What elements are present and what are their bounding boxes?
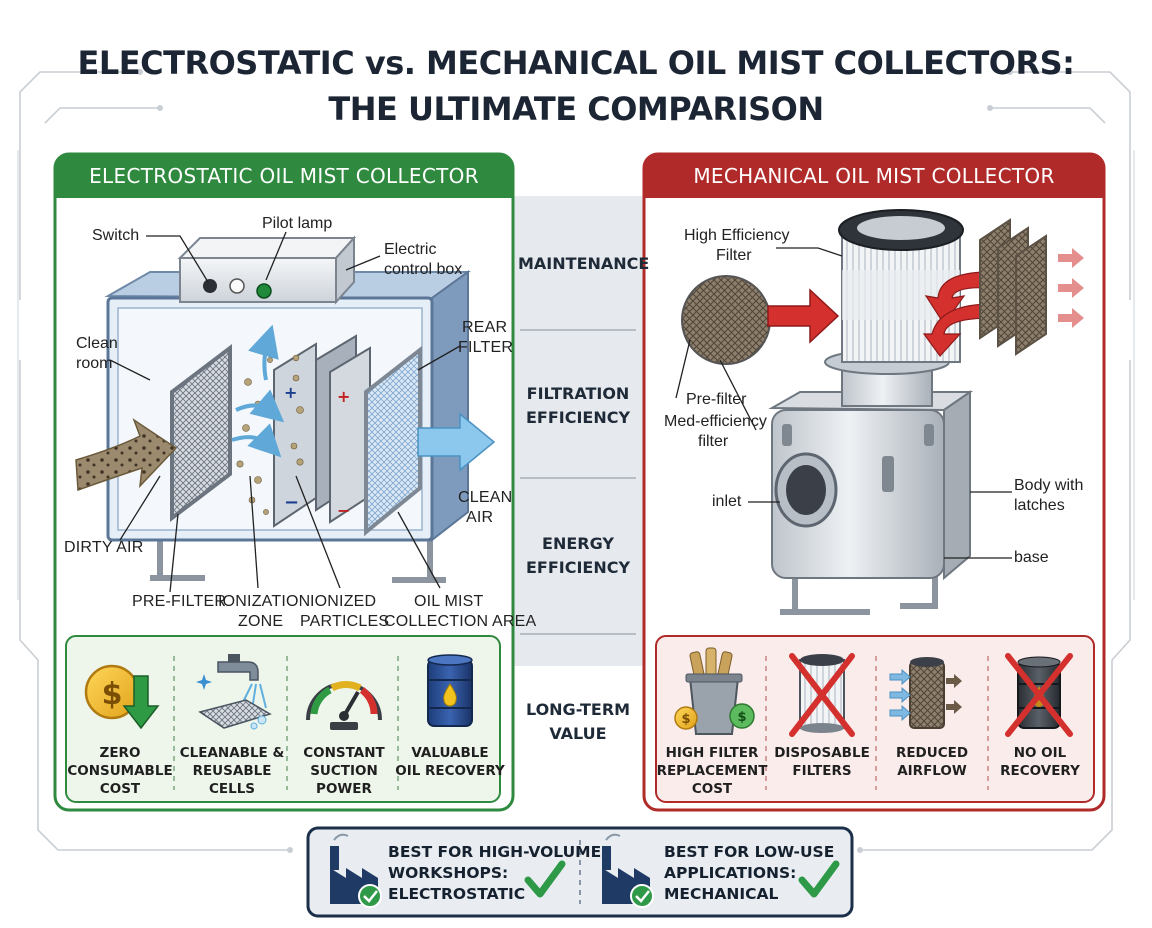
crossed-filter-icon bbox=[789, 653, 855, 737]
best-for-mechanical: BEST FOR LOW-USE APPLICATIONS: MECHANICA… bbox=[664, 842, 834, 905]
faucet-cleaning-icon bbox=[196, 654, 272, 730]
check-icon bbox=[524, 860, 566, 898]
svg-text:$: $ bbox=[681, 712, 690, 727]
factory-check-icon bbox=[602, 833, 654, 908]
crossed-barrel-icon bbox=[1005, 653, 1073, 737]
criteria-long-term-line1: LONG-TERM bbox=[525, 700, 631, 719]
oil-barrel-icon bbox=[427, 654, 473, 727]
feature-high-filter-cost: HIGH FILTER REPLACEMENT COST bbox=[656, 745, 768, 797]
rear-filter-label-2: FILTER bbox=[458, 339, 514, 356]
clean-room-label-1: Clean bbox=[76, 335, 118, 352]
left-feature-dividers bbox=[173, 656, 399, 790]
best-mechanical-line3: MECHANICAL bbox=[664, 885, 779, 903]
feature-zero-consumable-cost: ZERO CONSUMABLE COST bbox=[67, 745, 173, 797]
frame-dots bbox=[137, 69, 1013, 853]
pre-filter-label-right: Pre-filter bbox=[686, 391, 747, 408]
criteria-column-bg bbox=[513, 196, 644, 666]
check-icon bbox=[798, 860, 840, 898]
mechanical-collector-illustration bbox=[675, 209, 1084, 615]
med-efficiency-label-1: Med-efficiency bbox=[664, 413, 767, 430]
best-mechanical-line1: BEST FOR LOW-USE bbox=[664, 843, 835, 861]
best-mechanical-line2: APPLICATIONS: bbox=[664, 864, 797, 882]
right-feature-dividers bbox=[765, 656, 989, 790]
criteria-dividers bbox=[520, 329, 636, 635]
coin-down-arrow-icon: $ bbox=[84, 664, 160, 730]
feature-cleanable-reusable: CLEANABLE & REUSABLE CELLS bbox=[179, 745, 285, 797]
clogged-filter-icon bbox=[889, 657, 962, 729]
electrostatic-header: ELECTROSTATIC OIL MIST COLLECTOR bbox=[55, 154, 513, 198]
svg-text:−: − bbox=[284, 492, 299, 513]
clean-air-label-2: AIR bbox=[466, 509, 494, 526]
mechanical-header: MECHANICAL OIL MIST COLLECTOR bbox=[644, 154, 1104, 198]
body-label-2: latches bbox=[1014, 497, 1065, 514]
title-line-1: ELECTROSTATIC vs. MECHANICAL OIL MIST CO… bbox=[77, 44, 1075, 82]
best-for-electrostatic: BEST FOR HIGH-VOLUME WORKSHOPS: ELECTROS… bbox=[388, 842, 601, 905]
base-label: base bbox=[1014, 549, 1049, 566]
oil-mist-label-2: COLLECTION AREA bbox=[384, 613, 537, 630]
svg-text:+: + bbox=[337, 387, 350, 406]
feature-disposable-filters: DISPOSABLE FILTERS bbox=[774, 745, 870, 779]
criteria-maintenance-line1: MAINTENANCE bbox=[518, 254, 650, 273]
clean-air-label-1: CLEAN bbox=[458, 489, 513, 506]
feature-reduced-airflow: REDUCED AIRFLOW bbox=[895, 745, 969, 779]
criteria-filtration-line1: FILTRATION bbox=[526, 384, 630, 403]
best-electrostatic-line1: BEST FOR HIGH-VOLUME bbox=[388, 843, 602, 861]
feature-no-oil-recovery: NO OIL RECOVERY bbox=[1000, 745, 1080, 779]
control-box-label-1: Electric bbox=[384, 241, 437, 258]
criteria-energy: ENERGY EFFICIENCY bbox=[518, 532, 638, 580]
svg-text:+: + bbox=[284, 383, 297, 402]
feature-constant-suction: CONSTANT SUCTION POWER bbox=[303, 745, 385, 797]
pre-filter-label: PRE-FILTER bbox=[132, 593, 227, 610]
pilot-lamp-label: Pilot lamp bbox=[262, 215, 333, 232]
trash-can-money-icon: $ $ bbox=[674, 647, 755, 735]
best-electrostatic-line2: WORKSHOPS: bbox=[388, 864, 509, 882]
svg-text:−: − bbox=[337, 501, 350, 520]
switch-label: Switch bbox=[92, 227, 140, 244]
ionized-particles-label-2: PARTICLES bbox=[300, 613, 390, 630]
ionized-particles-label-1: IONIZED bbox=[310, 593, 377, 610]
hef-label-2: Filter bbox=[716, 247, 752, 264]
factory-check-icon bbox=[330, 833, 382, 908]
frame-lines bbox=[17, 71, 1135, 851]
criteria-filtration: FILTRATION EFFICIENCY bbox=[518, 382, 638, 430]
criteria-energy-line1: ENERGY bbox=[542, 534, 614, 553]
inlet-label: inlet bbox=[712, 493, 742, 510]
title-line-2: THE ULTIMATE COMPARISON bbox=[328, 90, 824, 128]
svg-text:$: $ bbox=[737, 710, 746, 725]
oil-mist-label-1: OIL MIST bbox=[414, 593, 484, 610]
criteria-maintenance: MAINTENANCE bbox=[518, 252, 650, 276]
med-efficiency-label-2: filter bbox=[698, 433, 729, 450]
feature-oil-recovery: VALUABLE OIL RECOVERY bbox=[395, 745, 505, 779]
electrostatic-collector-illustration: + − + − bbox=[75, 231, 496, 593]
criteria-filtration-line2: EFFICIENCY bbox=[525, 408, 631, 427]
svg-text:$: $ bbox=[102, 677, 123, 712]
gauge-icon bbox=[306, 681, 382, 730]
ionization-zone-label-2: ZONE bbox=[238, 613, 284, 630]
clean-room-label-2: room bbox=[76, 355, 113, 372]
control-box-label-2: control box bbox=[384, 261, 463, 278]
hef-label-1: High Efficiency bbox=[684, 227, 790, 244]
criteria-long-term-line2: VALUE bbox=[549, 724, 607, 743]
best-electrostatic-line3: ELECTROSTATIC bbox=[388, 885, 526, 903]
rear-filter-label-1: REAR bbox=[462, 319, 508, 336]
dirty-air-label: DIRTY AIR bbox=[64, 539, 144, 556]
criteria-energy-line2: EFFICIENCY bbox=[525, 558, 631, 577]
criteria-long-term: LONG-TERM VALUE bbox=[518, 698, 638, 746]
ionization-zone-label-1: IONIZATION bbox=[218, 593, 311, 610]
body-label-1: Body with bbox=[1014, 477, 1084, 494]
